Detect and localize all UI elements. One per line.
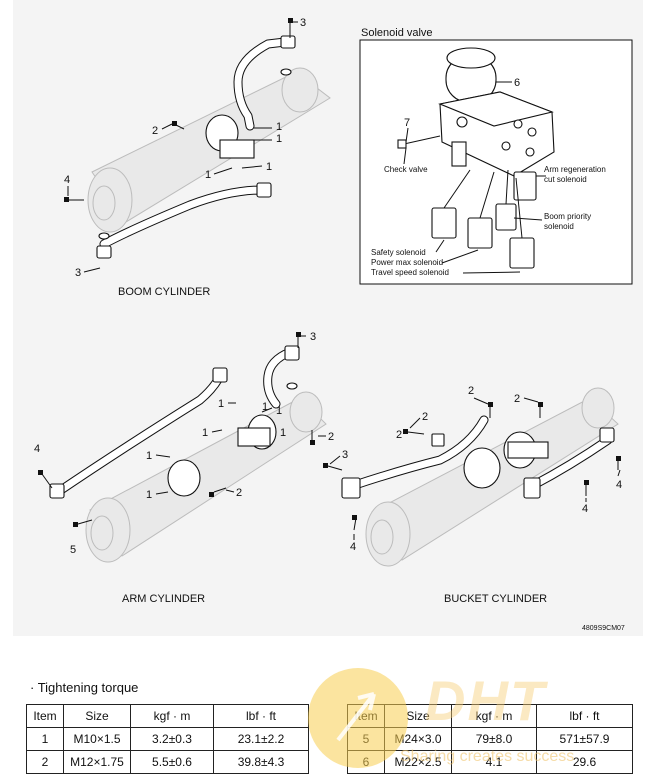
torque-table-left: Item Size kgf · m lbf · ft 1 M10×1.5 3.2… bbox=[26, 704, 309, 774]
boom-callout-2: 2 bbox=[152, 125, 158, 137]
cell-item: 1 bbox=[26, 727, 64, 751]
boom-bolt-2 bbox=[172, 121, 177, 126]
solenoid-callout-7: 7 bbox=[404, 117, 410, 129]
boom-callout-3-bottom: 3 bbox=[75, 267, 81, 279]
header-item: Item bbox=[26, 704, 64, 728]
boom-cylinder-assembly bbox=[64, 18, 331, 273]
boom-callout-1a: 1 bbox=[276, 121, 282, 133]
header-lbf: lbf · ft bbox=[213, 704, 309, 728]
bucket-flange-right bbox=[523, 477, 541, 499]
arm-callout-1c: 1 bbox=[262, 401, 268, 413]
boom-priority-label-line1: Boom priority bbox=[544, 212, 591, 221]
figure-code: 4809S9CM07 bbox=[582, 625, 625, 632]
check-valve-body bbox=[451, 141, 467, 167]
arm-callout-2-right: 2 bbox=[328, 431, 334, 443]
bucket-clamp-bracket bbox=[507, 441, 549, 459]
arm-clamp-left bbox=[167, 459, 201, 497]
arm-callout-3: 3 bbox=[310, 331, 316, 343]
bucket-callout-2b: 2 bbox=[422, 411, 428, 423]
watermark-slogan: Sharing creates success bbox=[400, 748, 575, 765]
bucket-callout-4-mid: 4 bbox=[582, 503, 588, 515]
arm-callout-5: 5 bbox=[70, 544, 76, 556]
arm-flange-left bbox=[49, 483, 65, 499]
bucket-cylinder-caption: BUCKET CYLINDER bbox=[444, 593, 547, 605]
solenoid-callout-6: 6 bbox=[514, 77, 520, 89]
arm-callout-1e: 1 bbox=[280, 427, 286, 439]
tightening-torque-title: · Tightening torque bbox=[30, 680, 139, 695]
cell-kgf: 5.5±0.6 bbox=[130, 750, 214, 774]
cell-lbf: 23.1±2.2 bbox=[213, 727, 309, 751]
parts-diagram: 3 2 1 1 1 1 4 3 BOOM CYLINDER bbox=[34, 17, 633, 632]
arm-callout-1d: 1 bbox=[202, 427, 208, 439]
arm-regen-label-line1: Arm regeneration bbox=[544, 165, 606, 174]
header-kgf: kgf · m bbox=[130, 704, 214, 728]
boom-cylinder-caption: BOOM CYLINDER bbox=[118, 286, 210, 298]
table-row: 2 M12×1.75 5.5±0.6 39.8±4.3 bbox=[26, 750, 309, 774]
power-max-solenoid bbox=[467, 217, 493, 249]
bucket-cylinder-assembly bbox=[323, 387, 621, 567]
boom-callout-4: 4 bbox=[64, 174, 70, 186]
arm-callout-1b: 1 bbox=[276, 405, 282, 417]
boom-bolt-3-top bbox=[288, 18, 293, 23]
arm-flange-top bbox=[284, 345, 300, 361]
boom-flange-right bbox=[256, 182, 272, 198]
boom-clamp-bracket bbox=[219, 139, 255, 159]
safety-solenoid-label: Safety solenoid bbox=[371, 248, 426, 257]
boom-flange-left bbox=[96, 245, 112, 259]
arm-callout-4: 4 bbox=[34, 443, 40, 455]
header-lbf: lbf · ft bbox=[536, 704, 633, 728]
arm-regen-solenoid bbox=[513, 171, 537, 201]
bucket-flange-left bbox=[341, 477, 361, 499]
cell-item: 2 bbox=[26, 750, 64, 774]
torque-table-header: Item Size kgf · m lbf · ft bbox=[26, 704, 309, 728]
boom-priority-label-line2: solenoid bbox=[544, 222, 574, 231]
arm-regen-label-line2: cut solenoid bbox=[544, 175, 587, 184]
check-valve-bolt bbox=[397, 139, 407, 149]
cell-size: M10×1.5 bbox=[63, 727, 131, 751]
arm-callout-1a: 1 bbox=[218, 398, 224, 410]
bucket-callout-3: 3 bbox=[342, 449, 348, 461]
boom-callout-3-top: 3 bbox=[300, 17, 306, 29]
boom-callout-1b: 1 bbox=[276, 133, 282, 145]
boom-priority-solenoid bbox=[495, 203, 517, 231]
watermark-brand: DHT bbox=[425, 669, 547, 732]
solenoid-valve-title: Solenoid valve bbox=[361, 27, 433, 39]
safety-solenoid bbox=[431, 207, 457, 239]
cell-size: M12×1.75 bbox=[63, 750, 131, 774]
arm-cylinder-assembly bbox=[38, 332, 327, 563]
watermark-arrow-icon bbox=[336, 692, 376, 742]
bucket-callout-4-left: 4 bbox=[350, 541, 356, 553]
bucket-callout-2c: 2 bbox=[514, 393, 520, 405]
bucket-callout-2d: 2 bbox=[396, 429, 402, 441]
cell-kgf: 3.2±0.3 bbox=[130, 727, 214, 751]
travel-speed-solenoid bbox=[509, 237, 535, 269]
solenoid-valve-assembly bbox=[397, 47, 555, 274]
arm-callout-2-bottom: 2 bbox=[236, 487, 242, 499]
cell-lbf: 571±57.9 bbox=[536, 727, 633, 751]
bucket-flange-top-right bbox=[599, 427, 615, 443]
arm-clamp-bracket bbox=[237, 427, 271, 447]
power-max-solenoid-label: Power max solenoid bbox=[371, 258, 443, 267]
check-valve-label: Check valve bbox=[384, 165, 428, 174]
bucket-clamp-left bbox=[463, 447, 501, 489]
bucket-callout-2a: 2 bbox=[468, 385, 474, 397]
boom-callout-1d: 1 bbox=[205, 169, 211, 181]
arm-flange-top-left bbox=[212, 367, 228, 383]
arm-callout-1f: 1 bbox=[146, 450, 152, 462]
boom-flange-top bbox=[280, 35, 296, 49]
boom-callout-1c: 1 bbox=[266, 161, 272, 173]
arm-cylinder-caption: ARM CYLINDER bbox=[122, 593, 205, 605]
boom-oring bbox=[280, 68, 292, 76]
bucket-callout-4-right: 4 bbox=[616, 479, 622, 491]
header-size: Size bbox=[63, 704, 131, 728]
boom-bolt-4 bbox=[64, 197, 69, 202]
cell-lbf: 39.8±4.3 bbox=[213, 750, 309, 774]
table-row: 1 M10×1.5 3.2±0.3 23.1±2.2 bbox=[26, 727, 309, 751]
watermark-logo bbox=[308, 668, 408, 768]
arm-callout-1g: 1 bbox=[146, 489, 152, 501]
travel-speed-solenoid-label: Travel speed solenoid bbox=[371, 268, 449, 277]
